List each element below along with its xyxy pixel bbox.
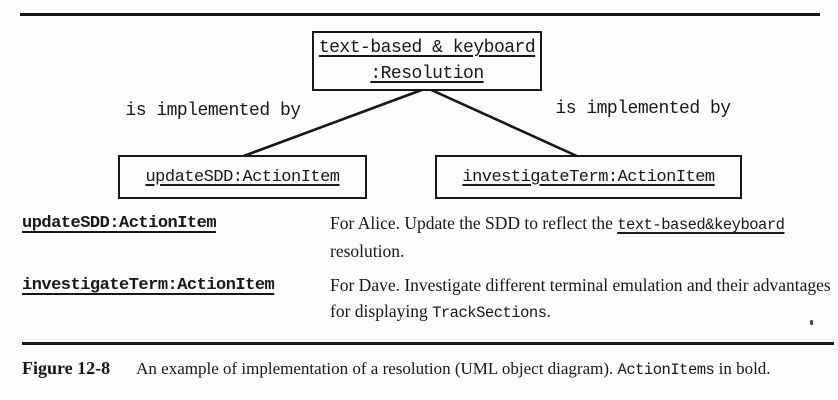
desc-code-resolution-name: text-based&keyboard [617,216,785,234]
investigate-term-object-name: investigateTerm:ActionItem [462,167,715,187]
right-relation-label: is implemented by [555,99,731,119]
resolution-object-type: :Resolution [370,64,484,84]
desc-text-suffix: resolution. [330,241,405,261]
desc-text-prefix: For Alice. Update the SDD to reflect the [330,213,618,233]
left-relation-label: is implemented by [125,101,301,121]
desc-text-suffix: . [546,301,551,321]
left-connector-line [240,86,428,159]
definition-term-investigate-term: investigateTerm:ActionItem [22,276,275,295]
top-rule [20,13,820,16]
caption-text-prefix: An example of implementation of a resolu… [136,359,618,378]
caption-text-suffix: in bold. [714,359,771,378]
bottom-rule [22,342,834,345]
definition-desc-investigate-term: For Dave. Investigate different terminal… [330,272,832,326]
update-sdd-object-name: updateSDD:ActionItem [145,167,340,187]
definition-term-update-sdd: updateSDD:ActionItem [22,214,217,233]
desc-code-tracksections: TrackSections [432,304,547,322]
update-sdd-object-box: updateSDD:ActionItem [118,155,367,199]
resolution-object-name: text-based & keyboard [318,38,536,58]
caption-code-actionitems: ActionItems [617,361,715,379]
definition-desc-update-sdd: For Alice. Update the SDD to reflect the… [330,210,832,264]
figure-number-label: Figure 12-8 [22,358,111,378]
figure-caption: Figure 12-8 An example of implementation … [22,356,830,382]
resolution-object-box: text-based & keyboard :Resolution [312,31,542,91]
desc-text-prefix: For Dave. Investigate different terminal… [330,275,831,321]
scan-artifact-dot [810,320,813,325]
investigate-term-object-box: investigateTerm:ActionItem [435,155,742,199]
